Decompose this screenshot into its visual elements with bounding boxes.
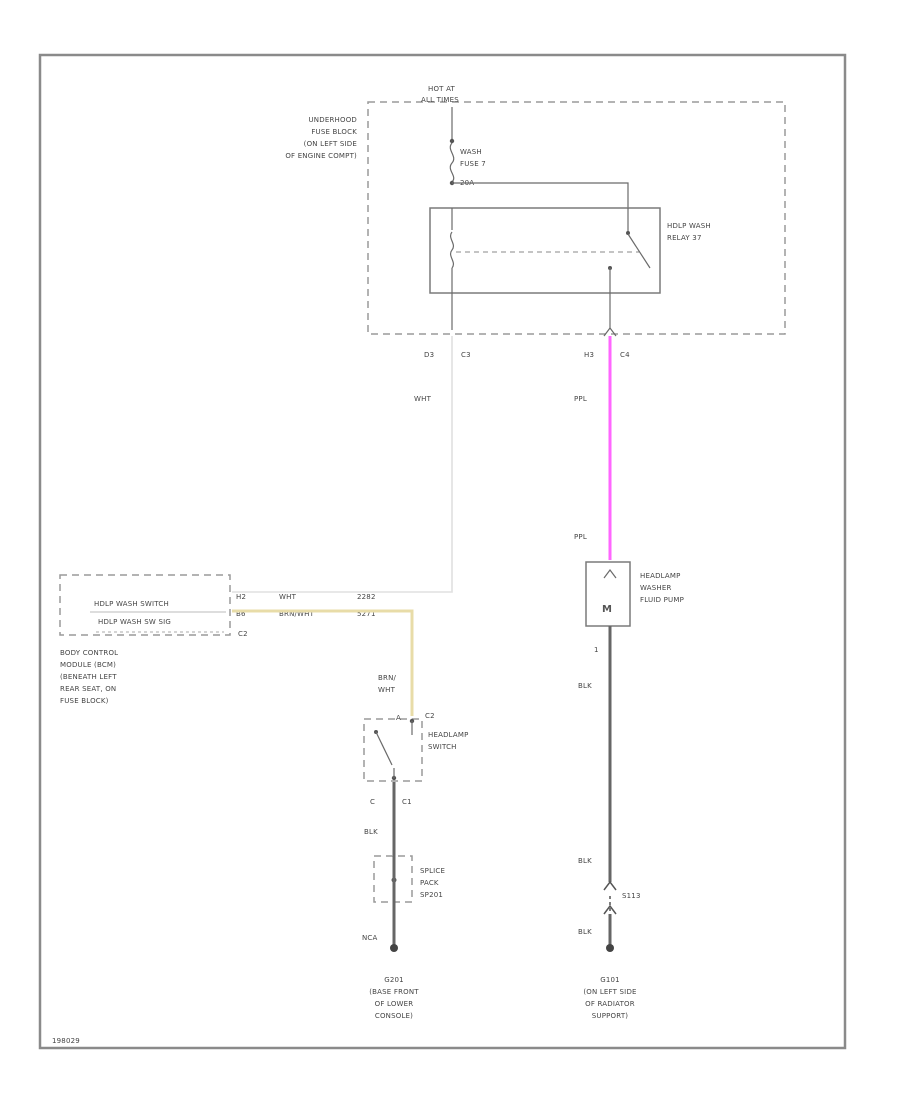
- c4-connector-arrow: [603, 327, 617, 337]
- pump-label-2: WASHER: [640, 584, 672, 592]
- headlamp-switch-label-1: HEADLAMP: [428, 731, 469, 739]
- figure-id: 198029: [52, 1037, 80, 1045]
- hot-at-label: HOT AT: [428, 85, 456, 93]
- g201-label-3: OF LOWER: [375, 1000, 414, 1008]
- blk-right-2: BLK: [578, 857, 592, 865]
- bcm-circuit-top: 2282: [357, 593, 376, 601]
- relay-label-1: HDLP WASH: [667, 222, 711, 230]
- hdlp-wash-relay: [429, 207, 661, 294]
- switch-conn-bottom: C1: [402, 798, 412, 806]
- brn-wht-label-2: WHT: [378, 686, 396, 694]
- bcm-pin-top: H2: [236, 593, 246, 601]
- g201-ground-icon: [390, 944, 398, 952]
- bcm-pin-bottom: B6: [236, 610, 246, 618]
- s113-label: S113: [622, 892, 641, 900]
- headlamp-switch: [363, 718, 423, 782]
- g101-label-4: SUPPORT): [592, 1012, 629, 1020]
- wash-fuse-label-1: WASH: [460, 148, 482, 156]
- ppl-label-bottom: PPL: [574, 533, 587, 541]
- nca-label: NCA: [362, 934, 378, 942]
- bcm-wire-top: WHT: [279, 593, 297, 601]
- bcm-signal-label: HDLP WASH SW SIG: [98, 618, 171, 626]
- wash-fuse-symbol: [449, 142, 455, 183]
- fuse-terminal-top: [449, 138, 455, 144]
- headlamp-washer-fluid-pump: [585, 561, 631, 627]
- pump-motor-icon: M: [602, 604, 612, 615]
- bcm-desc-5: FUSE BLOCK): [60, 697, 109, 705]
- splice-label-3: SP201: [420, 891, 443, 899]
- pump-label-3: FLUID PUMP: [640, 596, 684, 604]
- bcm-switch-label: HDLP WASH SWITCH: [94, 600, 169, 608]
- s113-connector-arrow: [603, 880, 617, 891]
- conn-right-pin: H3: [584, 351, 594, 359]
- relay-feed-wire: [452, 182, 629, 208]
- splice-label-1: SPLICE: [420, 867, 445, 875]
- pump-label-1: HEADLAMP: [640, 572, 681, 580]
- fuse-block-outline: [367, 101, 786, 335]
- conn-left-name: C3: [461, 351, 471, 359]
- relay-coil-symbol: [449, 231, 455, 269]
- blk-right-3: BLK: [578, 928, 592, 936]
- blk-left-label: BLK: [364, 828, 378, 836]
- wash-fuse-label-2: FUSE 7: [460, 160, 486, 168]
- g101-label-3: OF RADIATOR: [585, 1000, 635, 1008]
- bcm-desc-3: (BENEATH LEFT: [60, 673, 117, 681]
- fuse-block-line-2: FUSE BLOCK: [311, 128, 357, 136]
- headlamp-switch-label-2: SWITCH: [428, 743, 457, 751]
- pump-pin-label: 1: [594, 646, 599, 654]
- switch-conn-top: C2: [425, 712, 435, 720]
- s113-connector-arrow-2: [603, 904, 617, 915]
- g201-label-1: G201: [384, 976, 404, 984]
- pump-connector-arrow: [603, 569, 617, 579]
- g101-label-2: (ON LEFT SIDE: [583, 988, 636, 996]
- bcm-desc-4: REAR SEAT, ON: [60, 685, 116, 693]
- conn-left-pin: D3: [424, 351, 434, 359]
- switch-arm: [375, 731, 393, 766]
- body-control-module: [59, 574, 231, 636]
- fuse-block-line-1: UNDERHOOD: [308, 116, 357, 124]
- wht-wire: [232, 336, 453, 593]
- splice-label-2: PACK: [420, 879, 439, 887]
- relay-contact-pivot: [626, 231, 630, 235]
- bcm-wire-bottom: BRN/WHT: [279, 610, 315, 618]
- brn-wht-label-1: BRN/: [378, 674, 397, 682]
- brn-wht-wire: [232, 609, 414, 716]
- all-times-label: ALL TIMES: [421, 96, 459, 104]
- relay-label-2: RELAY 37: [667, 234, 702, 242]
- switch-pin-bottom: C: [370, 798, 375, 806]
- relay-switch-arm: [627, 233, 651, 269]
- ppl-label-top: PPL: [574, 395, 587, 403]
- g201-label-4: CONSOLE): [375, 1012, 413, 1020]
- fuse-block-line-3: (ON LEFT SIDE: [304, 140, 357, 148]
- conn-right-name: C4: [620, 351, 630, 359]
- g201-label-2: (BASE FRONT: [369, 988, 419, 996]
- wht-wire-label: WHT: [414, 395, 432, 403]
- bcm-desc-2: MODULE (BCM): [60, 661, 116, 669]
- fuse-block-line-4: OF ENGINE COMPT): [285, 152, 357, 160]
- bcm-conn: C2: [238, 630, 248, 638]
- blk-right-1: BLK: [578, 682, 592, 690]
- bcm-circuit-bottom: 5271: [357, 610, 376, 618]
- switch-pin-top: A: [396, 714, 401, 722]
- g101-label-1: G101: [600, 976, 620, 984]
- g101-ground-icon: [606, 944, 614, 952]
- diagram-frame: [38, 53, 847, 1050]
- bcm-desc-1: BODY CONTROL: [60, 649, 118, 657]
